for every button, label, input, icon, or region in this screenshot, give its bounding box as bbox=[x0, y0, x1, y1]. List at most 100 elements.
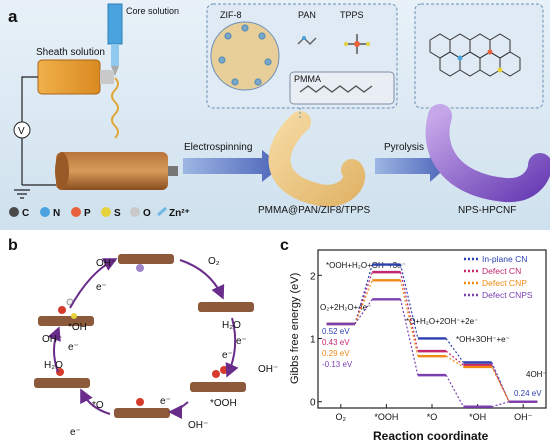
pyrolysis-arrow bbox=[375, 150, 448, 182]
core-shell-fiber bbox=[268, 111, 365, 207]
legend-dot-zn bbox=[157, 206, 167, 217]
legend-label-zn: Zn²⁺ bbox=[169, 208, 190, 219]
electrospinning-arrow bbox=[183, 150, 282, 182]
tpps-molecule bbox=[344, 34, 370, 54]
zif8-label: ZIF-8 bbox=[220, 10, 242, 20]
connector-2-3 bbox=[445, 355, 464, 368]
x-axis-label: Reaction coordinate bbox=[373, 429, 489, 443]
legend-label-c: C bbox=[22, 208, 29, 219]
y-tick-label-2: 2 bbox=[310, 271, 316, 282]
core-solution-label: Core solution bbox=[126, 6, 179, 16]
connector-3-1 bbox=[354, 298, 373, 325]
step-label-s4: 4OH⁻ bbox=[526, 370, 547, 379]
x-tick-label-3: *OH bbox=[469, 412, 486, 422]
pmma-chain bbox=[299, 85, 373, 93]
core-syringe bbox=[107, 3, 123, 76]
carbon-zoom-box bbox=[414, 3, 544, 109]
catalyst-sheet-top bbox=[118, 254, 174, 272]
connector-3-3 bbox=[445, 374, 464, 408]
fiber-product-label: PMMA@PAN/ZIF8/TPPS bbox=[258, 205, 371, 216]
step-label-s3: *OH+3OH⁻+e⁻ bbox=[456, 335, 510, 344]
connector-0-4 bbox=[491, 362, 510, 402]
pan-molecule bbox=[297, 36, 317, 46]
x-tick-label-4: OH⁻ bbox=[514, 412, 533, 422]
pmma-label: PMMA bbox=[294, 74, 321, 84]
connector-2-2 bbox=[399, 280, 419, 357]
energy-chart: c Gibbs free energy (eV) Reaction coordi… bbox=[280, 237, 547, 443]
connector-0-2 bbox=[399, 264, 419, 339]
panel-a-label: a bbox=[8, 7, 18, 26]
connector-2-4 bbox=[491, 366, 510, 402]
oh-right-label: OH⁻ bbox=[258, 364, 278, 375]
legend-dot-p bbox=[71, 207, 81, 217]
legend-label-1: Defect CN bbox=[482, 266, 521, 276]
pyrolysis-label: Pyrolysis bbox=[384, 142, 424, 153]
overpotential-3: -0.13 eV bbox=[322, 360, 353, 369]
connector-3-4 bbox=[491, 401, 510, 408]
overpotential-2: 0.29 eV bbox=[322, 349, 350, 358]
panel-a-objects: a Core solution Sheath solution V Electr… bbox=[8, 3, 550, 219]
panel-b-cycle: b O₂ H₂O e⁻ OH⁻ *OOH OH⁻ bbox=[8, 237, 278, 438]
catalyst-sheet-bottom bbox=[114, 398, 170, 418]
panel-a: a Core solution Sheath solution V Electr… bbox=[0, 0, 550, 230]
jet-spiral bbox=[111, 77, 119, 139]
o2-label: O₂ bbox=[208, 256, 220, 267]
ooh-label: *OOH bbox=[210, 398, 237, 409]
h2o-left-label: H₂O bbox=[44, 360, 63, 371]
x-tick-label-1: *OOH bbox=[374, 412, 398, 422]
e-bottom-label: e⁻ bbox=[160, 396, 171, 407]
extra-value: 0.24 eV bbox=[514, 389, 542, 398]
voltage-label: V bbox=[18, 126, 25, 137]
legend-label-s: S bbox=[114, 208, 121, 219]
legend-label-n: N bbox=[53, 208, 60, 219]
carbon-nanofiber bbox=[425, 104, 550, 203]
final-product-label: NPS-HPCNF bbox=[458, 205, 516, 216]
step-label-s2: *O+H₂O+2OH⁻+2e⁻ bbox=[406, 317, 478, 326]
connector-0-3 bbox=[445, 338, 464, 363]
oh-left-label: OH⁻ bbox=[42, 334, 62, 345]
e-right1-label: e⁻ bbox=[236, 336, 247, 347]
e-top-label: e⁻ bbox=[96, 282, 107, 293]
voltage-source bbox=[13, 121, 31, 139]
catalyst-sheet-left-bottom bbox=[34, 368, 90, 388]
h2o-right-label: H₂O bbox=[222, 320, 241, 331]
step-label-s1: *OOH+H₂O+OH⁻+3e⁻ bbox=[326, 261, 406, 270]
overpotential-0: 0.52 eV bbox=[322, 327, 350, 336]
step-label-s0: O₂+2H₂O+4e⁻ bbox=[320, 303, 371, 312]
legend-label-0: In-plane CN bbox=[482, 254, 527, 264]
y-tick-label-1: 1 bbox=[310, 334, 316, 345]
panel-c-label: c bbox=[280, 237, 289, 254]
connector-1-2 bbox=[399, 271, 419, 352]
collector-roller bbox=[55, 152, 178, 190]
overpotential-1: 0.43 eV bbox=[322, 338, 350, 347]
oh-star-label: *OH bbox=[68, 322, 87, 333]
pan-label: PAN bbox=[298, 10, 316, 20]
molecule-zoom-box bbox=[206, 3, 398, 109]
sheath-solution-label: Sheath solution bbox=[36, 47, 105, 58]
legend-dot-s bbox=[101, 207, 111, 217]
circuit-wire bbox=[14, 76, 56, 199]
x-tick-label-2: *O bbox=[427, 412, 438, 422]
connector-3-2 bbox=[399, 299, 419, 376]
legend-label-3: Defect CNPS bbox=[482, 290, 533, 300]
legend-label-o: O bbox=[143, 208, 151, 219]
legend-label-2: Defect CNP bbox=[482, 278, 527, 288]
e-left2-label: e⁻ bbox=[70, 427, 81, 438]
legend-dot-c bbox=[9, 207, 19, 217]
panel-b: b O₂ H₂O e⁻ OH⁻ *OOH OH⁻ bbox=[0, 232, 278, 443]
sheath-syringe bbox=[37, 59, 114, 95]
y-axis-label: Gibbs free energy (eV) bbox=[289, 273, 301, 384]
o-star-label: *O bbox=[92, 400, 104, 411]
oh-bottom-label: OH⁻ bbox=[188, 420, 208, 431]
y-tick-label-0: 0 bbox=[310, 398, 316, 409]
cycle-arrows bbox=[47, 258, 239, 419]
e-left1-label: e⁻ bbox=[68, 342, 79, 353]
zif8-particle bbox=[210, 21, 280, 91]
oh-top-label: OH⁻ bbox=[96, 258, 116, 269]
catalyst-sheet-right-top bbox=[198, 302, 254, 312]
electrospinning-label: Electrospinning bbox=[184, 142, 252, 153]
catalyst-sheet-right-bottom bbox=[190, 366, 246, 392]
legend-dot-o bbox=[130, 207, 140, 217]
e-right2-label: e⁻ bbox=[222, 350, 233, 361]
element-legend: C N P S O Zn²⁺ bbox=[9, 206, 190, 219]
